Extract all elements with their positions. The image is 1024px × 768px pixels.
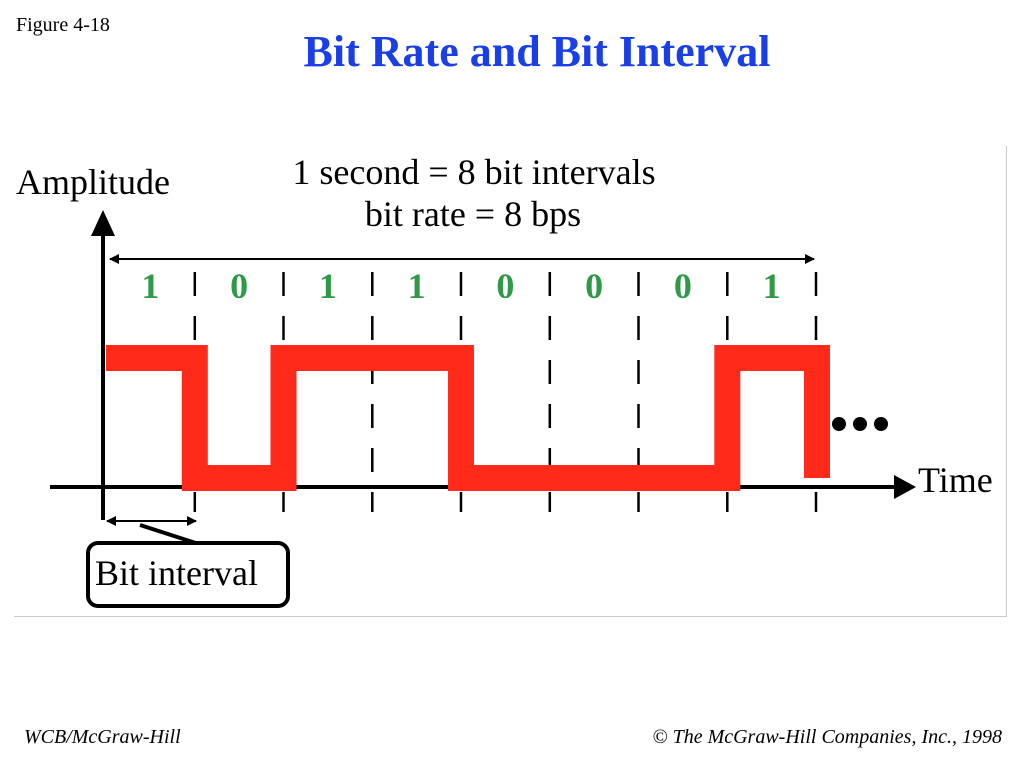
- bit-digit-4: 0: [496, 266, 514, 306]
- bit-digit-5: 0: [585, 266, 603, 306]
- time-axis-arrowhead: [894, 475, 916, 499]
- amplitude-axis-label: Amplitude: [16, 162, 170, 202]
- bit-digit-0: 1: [141, 266, 159, 306]
- bit-digit-1: 0: [230, 266, 248, 306]
- bit-digit-3: 1: [408, 266, 426, 306]
- figure-label: Figure 4-18: [16, 14, 110, 36]
- copyright-symbol: ©: [652, 726, 668, 748]
- time-axis-label: Time: [918, 460, 993, 500]
- copyright-text: The McGraw-Hill Companies, Inc., 1998: [672, 726, 1002, 748]
- bit-interval-box: [86, 541, 290, 608]
- bit-digit-2: 1: [319, 266, 337, 306]
- bit-digit-7: 1: [763, 266, 781, 306]
- signal-waveform: [106, 345, 830, 491]
- slide-title: Bit Rate and Bit Interval: [303, 27, 771, 76]
- amplitude-axis-arrowhead: [91, 210, 115, 236]
- bit-interval-label: Bit interval: [95, 553, 258, 593]
- caption-bit-rate: bit rate = 8 bps: [365, 194, 581, 234]
- bit-digits: 1 0 1 1 0 0 0 1: [141, 266, 780, 306]
- diagram-frame: [14, 146, 1007, 617]
- continuation-dots: [832, 417, 888, 431]
- footer-publisher: WCB/McGraw-Hill: [24, 726, 181, 748]
- footer-copyright: © The McGraw-Hill Companies, Inc., 1998: [652, 726, 1002, 749]
- caption-seconds: 1 second = 8 bit intervals: [292, 152, 655, 192]
- bit-digit-6: 0: [674, 266, 692, 306]
